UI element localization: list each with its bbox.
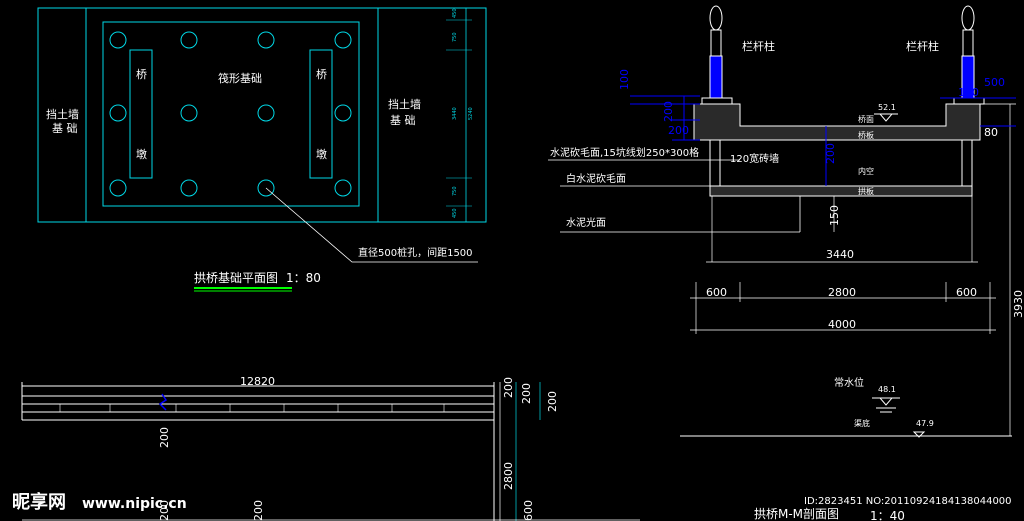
pier-left-label-2: 墩 [136,147,147,161]
note-1: 水泥砍毛面,15坑线划250*300格 [550,146,699,159]
deck-face-label: 桥面 [858,114,874,124]
plan-dim-0: 450 [452,8,458,18]
brick-wall-left [709,139,721,189]
note-2: 白水泥砍毛面 [566,172,626,185]
dim-3440: 3440 [826,248,854,261]
dim-3930: 3930 [1012,290,1024,318]
dim-600a: 600 [706,286,727,299]
pile-note: 直径500桩孔，间距1500 [358,246,473,259]
pier-right-label-1: 桥 [316,68,327,81]
deck-slab [693,103,981,141]
section-blue-dim-texts: 100 200 200 200 120 500 [618,69,1005,164]
dim-150: 150 [828,205,841,226]
elev-dim-200-r1: 200 [502,377,515,398]
dim-200a: 200 [662,101,675,122]
dim-100: 100 [618,69,631,90]
raft-label: 筏形基础 [218,71,262,85]
plan-dimension-texts: 450 750 3440 5240 750 450 [452,8,474,218]
note-3: 水泥光面 [566,216,606,229]
level-top-value: 52.1 [878,103,896,112]
right-wall-label-1: 挡土墙 [388,97,421,111]
plan-title: 拱桥基础平面图 [194,271,278,285]
dim-200c: 200 [824,143,837,164]
plan-dim-3: 5240 [468,107,474,120]
pile-leader-line [265,187,478,263]
water-level-label: 常水位 [834,376,864,389]
void-label: 内空 [858,166,874,176]
elev-dim-12820: 12820 [240,375,275,388]
watermark-url: www.nipic.cn [82,496,187,512]
plan-dim-2: 3440 [452,107,458,120]
pile-holes [109,31,352,197]
right-wall-label-2: 基 础 [390,114,416,127]
plan-dim-5: 450 [452,208,458,218]
plan-outer-outline [37,7,487,223]
section-dimension-lines [690,103,1016,436]
canal-bottom-value: 47.9 [916,419,934,428]
foundation-plan [37,7,487,292]
brick-wall-label: 120宽砖墙 [730,152,779,165]
dim-120: 120 [958,86,979,99]
plan-dim-4: 750 [452,186,458,196]
pier-right [309,49,333,179]
section-title: 拱桥M-M剖面图 [754,507,839,521]
bottom-slab [709,185,973,197]
water-level-value: 48.1 [878,385,896,394]
elev-dim-2800: 2800 [502,462,515,490]
elev-dim-200-bl: 200 [158,500,171,521]
bridge-section [548,5,1016,438]
dim-2800: 2800 [828,286,856,299]
left-wall-label-2: 基 础 [52,122,78,135]
railing-left-label: 栏杆柱 [742,39,775,53]
watermark-id: ID:2823451 NO:20110924184138044000 [804,496,1012,507]
pier-left [129,49,153,179]
dim-500: 500 [984,76,1005,89]
water-level-symbol [872,397,926,438]
section-leader-lines [548,159,801,233]
left-wall-label-1: 挡土墙 [46,107,79,121]
pier-right-label-2: 墩 [316,147,327,161]
dim-600b: 600 [956,286,977,299]
elev-dim-200-r3: 200 [546,391,559,412]
watermark-brand: 昵享网 [12,491,66,513]
plan-dim-1: 750 [452,32,458,42]
section-scale: 1：40 [870,509,905,521]
plan-scale: 1：80 [286,271,321,285]
elev-dim-200-bm: 200 [252,500,265,521]
railing-right-label: 栏杆柱 [906,39,939,53]
railing-post-left [701,5,733,105]
deck-slab-label: 桥板 [858,130,874,140]
dim-80: 80 [984,126,998,139]
section-blue-dimensions [630,95,1016,186]
pier-left-label-1: 桥 [136,68,147,81]
elev-dim-600: 600 [522,500,535,521]
dim-200b: 200 [668,124,689,137]
bottom-slab-label: 拱板 [858,186,874,196]
canal-bottom-label: 渠底 [854,418,870,428]
elev-dim-200-r2: 200 [520,383,533,404]
brick-wall-right [961,139,973,189]
elev-dim-200-left: 200 [158,427,171,448]
raft-outline [102,21,360,207]
bridge-elevation [21,382,640,521]
dim-4000: 4000 [828,318,856,331]
